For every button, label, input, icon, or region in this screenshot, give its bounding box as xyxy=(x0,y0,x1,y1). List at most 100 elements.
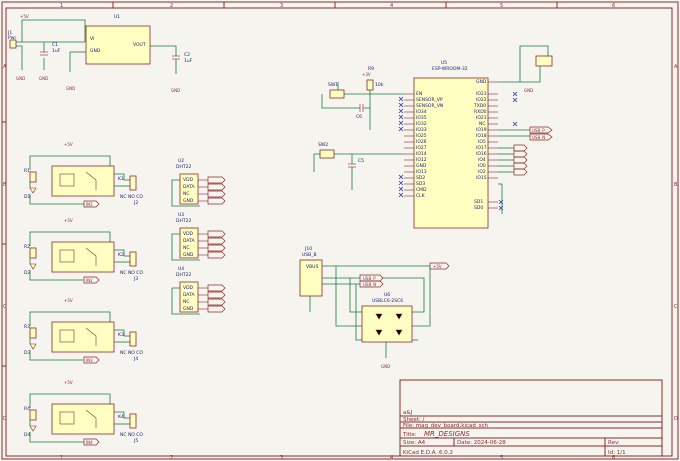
relay-conn-1: J2 xyxy=(133,200,138,206)
relay-res-ref-4: R4 xyxy=(24,406,30,412)
voltage-regulator xyxy=(85,25,151,65)
c1-val: 1uF xyxy=(52,48,61,54)
relay-pwr-3: +5V xyxy=(64,298,73,303)
relay-led xyxy=(29,343,37,350)
jack-ref: J1 xyxy=(7,30,12,36)
esp-pin-vp: SENSOR_VP xyxy=(416,97,443,103)
sensor-pin-2-3: NC xyxy=(183,245,190,251)
title-sheet-name: Sheet: / xyxy=(403,417,425,423)
relay-ref-4: K4 xyxy=(118,414,124,420)
usb-pwr-text: +5V xyxy=(433,264,442,269)
usb-n-text: USB_N xyxy=(363,282,376,287)
relay-resistor xyxy=(29,327,37,339)
sensor-net-flag xyxy=(207,237,226,245)
esp-pin-en: EN xyxy=(416,91,422,97)
relay-net-1: IN1 xyxy=(86,202,93,207)
esp-pin-33: IO33 xyxy=(416,127,427,133)
sensor-net-flag xyxy=(207,190,226,198)
relay-pwr-1: +5V xyxy=(64,142,73,147)
esp32-module[interactable] xyxy=(413,77,489,229)
sensor-pin-2-4: GND xyxy=(183,252,194,258)
esp-pin-34: IO34 xyxy=(416,109,427,115)
sensor-net-flag xyxy=(207,284,226,292)
esp-net-usb-p xyxy=(529,126,553,134)
row-label-b-right: B xyxy=(674,182,678,188)
esp-rpin-15: IO15 xyxy=(476,175,487,181)
relay-pwr-2: +5V xyxy=(64,218,73,223)
usb-section: J10 USB_B VBUS +5V USB_P USB_N U6 USBLC6… xyxy=(299,246,450,369)
gnd3: GND xyxy=(66,86,75,91)
c1-ref: C1 xyxy=(52,42,58,48)
esp-right-pins: GND IO23 IO22 TXD0 RXD0 IO21 NC IO19 IO1… xyxy=(473,79,498,211)
esp-net-usb-p-text: USB_P xyxy=(532,128,545,133)
relay-coil xyxy=(59,329,75,343)
relay-body xyxy=(51,165,115,197)
usb-n-flag xyxy=(359,280,384,288)
sensor-body[interactable] xyxy=(179,281,199,313)
esp-rpin-sd1: SD1 xyxy=(474,199,483,205)
power-jack[interactable] xyxy=(9,39,17,49)
usb-gnd: GND xyxy=(381,364,390,369)
esp-rpin-gnd: GND xyxy=(476,79,487,85)
sensor-ref-2: U3 xyxy=(178,212,184,218)
relay-terminal[interactable] xyxy=(129,175,137,191)
row-label-b: B xyxy=(3,182,7,188)
relay-terminal[interactable] xyxy=(129,331,137,347)
esp-ref: U5 xyxy=(441,60,447,66)
relay-body xyxy=(51,321,115,353)
row-label-d-right: D xyxy=(674,416,678,422)
relay-resistor xyxy=(29,409,37,421)
esp-rpin-txd: TXD0 xyxy=(473,103,486,109)
sensor-pin-3-2: DATA xyxy=(183,292,196,298)
relay-wire-bottom xyxy=(29,194,84,205)
title-id: Id: 1/1 xyxy=(608,450,626,456)
sensor-net-flag xyxy=(207,251,226,259)
reg-in: VI xyxy=(90,36,94,42)
relay-led-ref-1: D1 xyxy=(24,194,30,200)
esp-vcc-label: +3V xyxy=(362,72,371,77)
relay-body xyxy=(51,403,115,435)
esp-rpin-sd0: SD0 xyxy=(474,205,483,211)
esp-left-pins: EN SENSOR_VP SENSOR_VN IO34 IO35 IO32 IO… xyxy=(404,91,443,199)
esp-rpin-5: IO5 xyxy=(478,139,486,145)
esp-bottom-gnd: GND xyxy=(524,88,533,93)
esp-pin-26: IO26 xyxy=(416,139,427,145)
row-label-d: D xyxy=(3,416,7,422)
relay-out-wire xyxy=(114,173,130,181)
relay-net-flag xyxy=(83,200,100,208)
sensor-net-flag xyxy=(207,291,226,299)
reg-gnd: GND xyxy=(90,48,101,54)
relay-ref-1: K1 xyxy=(118,176,124,182)
esp-pin-cmd: CMD xyxy=(416,187,427,193)
relay-terminal[interactable] xyxy=(129,413,137,429)
sensor-wire xyxy=(171,179,200,207)
esp-cap-ref: C6 xyxy=(356,114,362,120)
esp-pin-gnd: GND xyxy=(416,163,427,169)
relay-conn-4: J5 xyxy=(133,438,138,444)
relay-wire-bottom xyxy=(29,350,84,361)
relay-wire-top xyxy=(29,155,111,170)
column-markers: 1 2 3 4 5 6 1 2 3 4 5 6 xyxy=(60,2,615,461)
jack-name: Pwr xyxy=(8,35,16,41)
esp-en-button[interactable] xyxy=(329,89,345,99)
sensor-body[interactable] xyxy=(179,173,199,205)
esp-boot-button[interactable] xyxy=(319,149,335,159)
vin-label: +5V xyxy=(20,14,29,19)
relay-res-ref-1: R1 xyxy=(24,168,30,174)
esp-rpin-0: IO0 xyxy=(478,163,486,169)
gnd2: GND xyxy=(39,76,48,81)
relay-terminal[interactable] xyxy=(129,251,137,267)
relay-contacts-4: NC NO CO xyxy=(120,432,143,438)
sensor-body[interactable] xyxy=(179,227,199,259)
relay-contact xyxy=(85,247,97,266)
usb-vbus: VBUS xyxy=(306,264,318,270)
usb-esd-chip xyxy=(361,305,413,343)
esp-pin-clk: CLK xyxy=(416,193,426,199)
usb-p-text: USB_P xyxy=(363,276,376,281)
sensor-value-2: DHT22 xyxy=(176,218,191,224)
esp-rpin-rxd: RXD0 xyxy=(474,109,487,115)
esp-rpin-22: IO22 xyxy=(476,97,487,103)
